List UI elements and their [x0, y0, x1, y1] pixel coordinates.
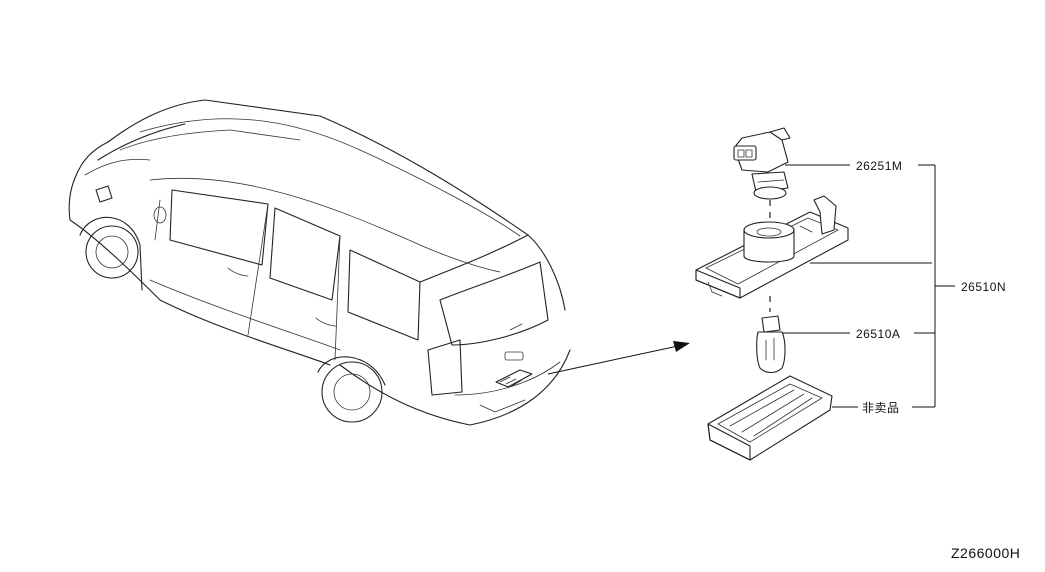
socket-part	[733, 127, 791, 200]
part-number-lamp-assembly: 26510N	[961, 280, 1006, 294]
lamp-housing-part	[695, 195, 849, 299]
diagram-code: Z266000H	[951, 545, 1020, 561]
leader-lines	[782, 164, 955, 408]
part-number-socket: 26251M	[856, 159, 902, 173]
lens-part	[707, 375, 833, 461]
part-number-lens: 非卖品	[862, 401, 900, 415]
part-number-bulb: 26510A	[856, 327, 900, 341]
location-pointer	[547, 341, 690, 375]
vehicle-illustration	[68, 99, 571, 426]
bulb-part	[756, 315, 786, 374]
